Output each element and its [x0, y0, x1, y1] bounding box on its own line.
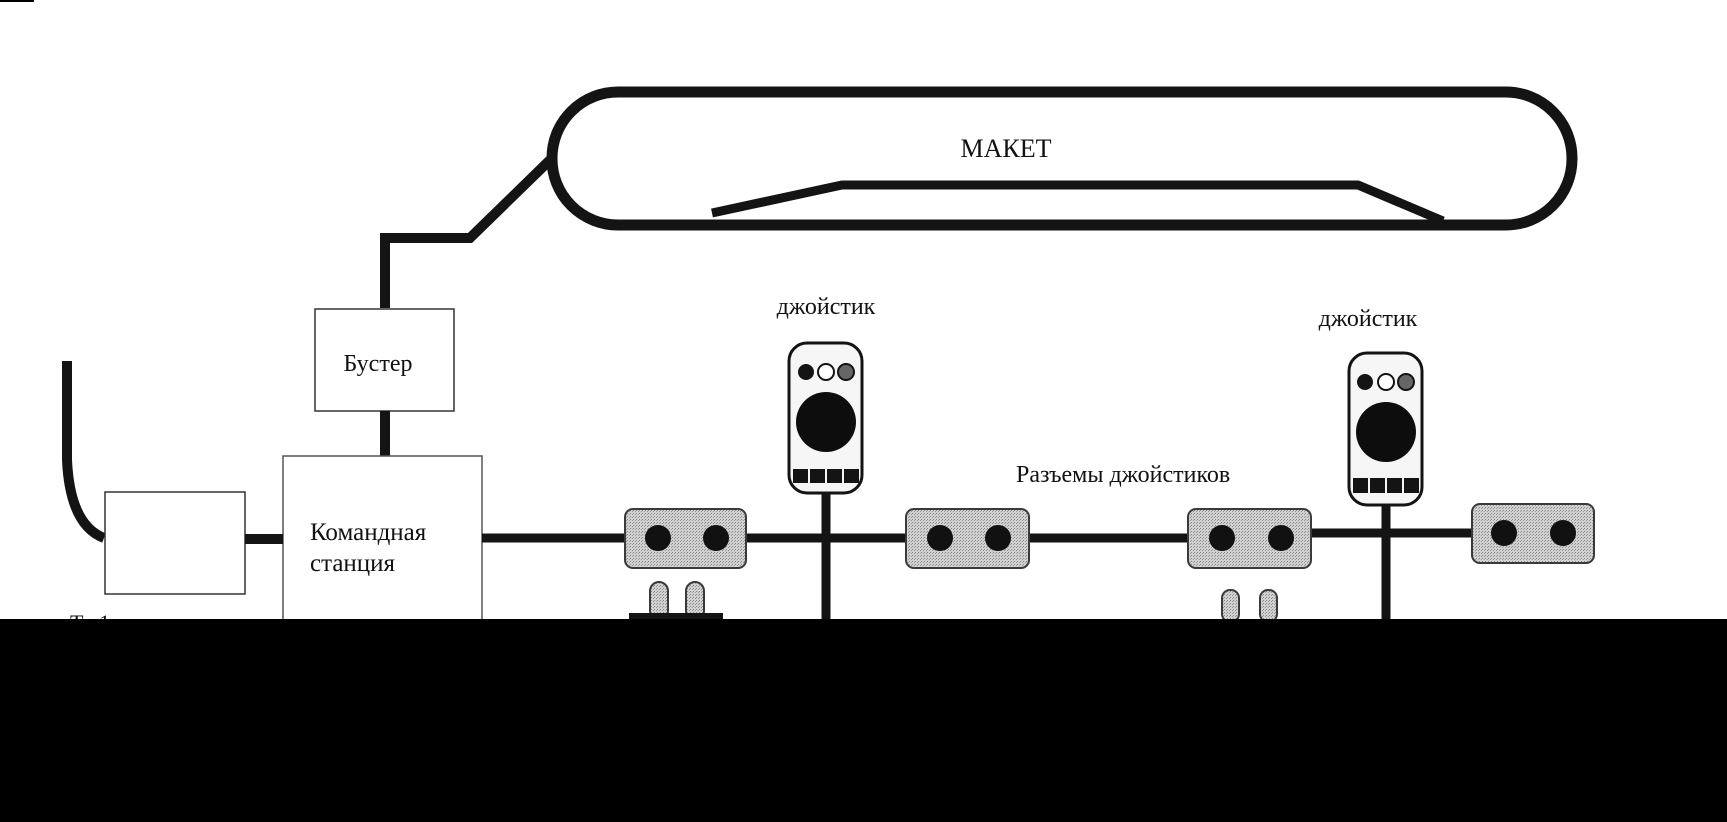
joystick-key	[844, 469, 859, 483]
connector-socket	[645, 525, 671, 551]
joystick-2: джойстик	[1319, 306, 1424, 622]
plug-2	[1221, 589, 1278, 623]
joystick-button-light	[817, 363, 835, 381]
joystick-1: джойстик	[777, 294, 876, 622]
layout-siding	[711, 180, 1445, 226]
joystick-key	[827, 469, 842, 483]
transformer-box	[104, 491, 246, 595]
joystick-key	[1370, 478, 1385, 493]
plug-1	[629, 581, 723, 622]
connector-socket	[1550, 520, 1576, 546]
joystick-label: джойстик	[1319, 306, 1418, 332]
connector-1	[624, 508, 747, 569]
command-station-label-line2: станция	[310, 550, 396, 577]
connector-4	[1471, 503, 1595, 564]
corner-mark	[0, 0, 34, 2]
booster: Бустер	[314, 308, 455, 412]
connector-socket	[985, 525, 1011, 551]
joystick-button-dark	[1357, 374, 1373, 390]
connector-socket	[1491, 520, 1517, 546]
connectors-label: Разъемы джойстиков	[1016, 462, 1230, 488]
joystick-button-gray	[837, 363, 855, 381]
joystick-key	[793, 469, 808, 483]
layout-track: МАКЕТ	[546, 86, 1578, 231]
transformer: Тр 1	[62, 361, 283, 635]
joystick-key	[1404, 478, 1419, 493]
joystick-key	[810, 469, 825, 483]
joystick-knob	[1356, 402, 1416, 462]
joystick-label: джойстик	[777, 294, 876, 320]
command-station: Командная станция	[282, 455, 483, 627]
layout-oval	[546, 86, 1578, 231]
power-cord	[62, 361, 107, 543]
command-station-box	[282, 455, 483, 627]
booster-to-layout-wire	[380, 156, 554, 308]
joystick-button-light	[1377, 373, 1395, 391]
command-station-label-line1: Командная	[310, 519, 427, 546]
connector-3	[1187, 508, 1312, 569]
joystick-button-gray	[1397, 373, 1415, 391]
connector-socket	[927, 525, 953, 551]
booster-label: Бустер	[344, 351, 413, 377]
connector-2	[905, 508, 1030, 569]
connector-socket	[703, 525, 729, 551]
cropped-black-region	[0, 619, 1727, 822]
joystick-button-dark	[798, 364, 814, 380]
connector-socket	[1209, 525, 1235, 551]
joystick-key	[1387, 478, 1402, 493]
joystick-knob	[796, 392, 856, 452]
joystick-key	[1353, 478, 1368, 493]
connector-socket	[1268, 525, 1294, 551]
layout-label: МАКЕТ	[961, 134, 1052, 163]
